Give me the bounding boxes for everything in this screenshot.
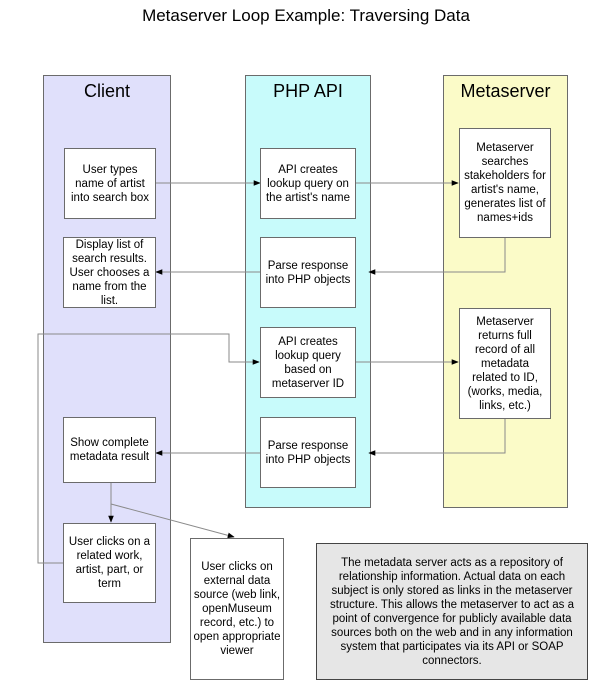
api-lookup-id-box: API creates lookup query based on metase… — [260, 327, 356, 398]
api-lookup-name-box: API creates lookup query on the artist's… — [260, 148, 356, 219]
arrow-meta-returns-to-parse2 — [368, 419, 506, 456]
display-results-box: Display list of search results. User cho… — [63, 237, 156, 308]
meta-returns-box: Metaserver returns full record of all me… — [459, 308, 551, 419]
user-types-box: User types name of artist into search bo… — [64, 148, 156, 219]
arrow-loop-to-api-id — [37, 333, 260, 564]
arrow-show-to-external — [110, 503, 235, 539]
client-lane-title: Client — [83, 81, 131, 101]
meta-search-box: Metaserver searches stakeholders for art… — [459, 128, 551, 238]
parse-response-1-box: Parse response into PHP objects — [260, 237, 356, 308]
api-lane-title: PHP API — [273, 81, 343, 101]
repository-note: The metadata server acts as a repository… — [316, 543, 588, 680]
parse-response-2-box: Parse response into PHP objects — [260, 417, 356, 488]
show-complete-box: Show complete metadata result — [63, 417, 156, 483]
user-clicks-related-box: User clicks on a related work, artist, p… — [63, 523, 156, 603]
external-source-box: User clicks on external data source (web… — [190, 538, 284, 680]
arrow-meta-to-parse1 — [368, 238, 506, 275]
metaserver-lane-title: Metaserver — [460, 81, 551, 101]
diagram-title: Metaserver Loop Example: Traversing Data — [142, 6, 470, 25]
